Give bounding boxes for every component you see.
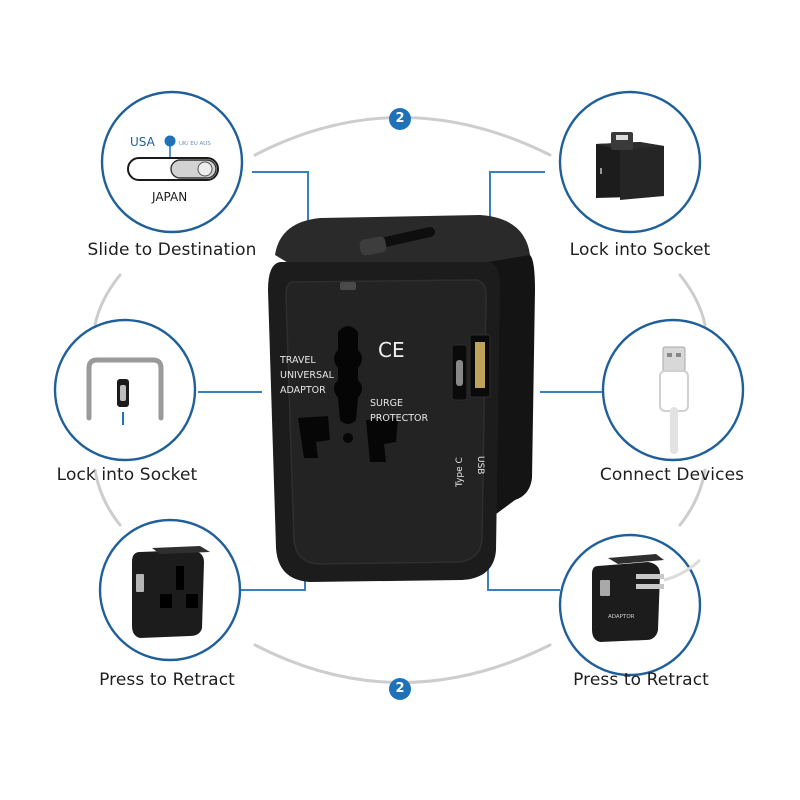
slider-pin-icon	[164, 135, 176, 147]
cube-slider-icon	[611, 132, 633, 150]
adapter-text-line2: UNIVERSAL	[280, 370, 335, 381]
bubble-lock-mid	[53, 318, 197, 462]
ring-arc-right-lower	[678, 468, 707, 527]
slider-tiny-label: UK/ EU AUS	[179, 141, 211, 147]
small-adapter-text: ADAPTOR	[608, 614, 635, 620]
caption-connect-devices: Connect Devices	[599, 465, 745, 485]
ring-arc-right-upper	[678, 273, 707, 327]
caption-lock-into-socket-top: Lock into Socket	[569, 240, 711, 260]
caption-press-to-retract-right: Press to Retract	[573, 670, 709, 690]
socket-left-hole	[298, 416, 330, 458]
connector-top-left	[252, 171, 309, 228]
usb-plug-icon	[662, 346, 686, 372]
caption-lock-into-socket-mid: Lock into Socket	[56, 465, 198, 485]
adapter-text-line1: TRAVEL	[279, 355, 316, 366]
slider-top-label: USA	[130, 135, 156, 149]
surge-text-line1: SURGE	[370, 398, 403, 409]
socket-right-hole	[366, 418, 398, 462]
usb-label: USB	[475, 456, 485, 474]
caption-press-to-retract-left: Press to Retract	[99, 670, 235, 690]
lock-frame-icon	[86, 357, 164, 421]
typec-label: Type C	[455, 457, 465, 488]
adapter-slider-knob	[359, 236, 387, 256]
bubble-slide: USA UK/ EU AUS JAPAN	[100, 90, 244, 234]
step-badge-top: 2	[389, 108, 411, 130]
main-adapter: TRAVEL UNIVERSAL ADAPTOR CE SURGE PROTEC…	[268, 215, 535, 582]
ring-arc-left-upper	[93, 273, 122, 327]
bubble-retract-left	[98, 518, 242, 662]
adapter-right-face	[488, 255, 535, 520]
bubble-retract-right: ADAPTOR	[558, 533, 702, 677]
ring-arc-left-lower	[93, 468, 122, 527]
bubble-connect	[601, 318, 745, 462]
plug-prong-icon	[636, 574, 664, 579]
surge-text-line2: PROTECTOR	[370, 413, 429, 424]
ce-mark: CE	[378, 338, 405, 362]
step-badge-bottom: 2	[389, 678, 411, 700]
adapter-text-line3: ADAPTOR	[280, 385, 326, 396]
connector-bottom-right	[487, 555, 560, 591]
slider-bottom-label: JAPAN	[151, 190, 187, 204]
connector-top-right	[489, 171, 545, 220]
ring-arc-bottom	[253, 643, 552, 684]
socket-center-slot	[334, 326, 362, 424]
bubble-lock-top	[558, 90, 702, 234]
caption-slide-to-destination: Slide to Destination	[87, 240, 257, 260]
